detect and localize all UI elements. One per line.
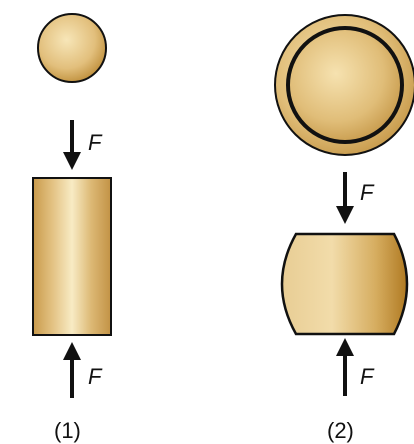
specimen-1-cylinder <box>32 177 112 336</box>
specimen-1-bottom-force-arrow <box>63 342 81 398</box>
specimen-1: F F (1) <box>32 13 112 443</box>
specimen-2-top-force-label: F <box>360 180 375 205</box>
specimen-2-top-view-inner <box>286 26 404 144</box>
specimen-2-label: (2) <box>327 418 354 443</box>
specimen-2-top-force-arrow <box>336 172 354 224</box>
specimen-2-barreled-cylinder <box>280 232 409 336</box>
specimen-1-label: (1) <box>54 418 81 443</box>
specimen-1-top-force-label: F <box>88 130 103 155</box>
specimen-2-bottom-force-label: F <box>360 364 375 389</box>
specimen-1-bottom-force-label: F <box>88 364 103 389</box>
specimen-2-bottom-force-arrow <box>336 338 354 396</box>
specimen-1-top-view <box>37 13 107 83</box>
specimen-1-top-force-arrow <box>63 120 81 170</box>
specimen-2: F F (2) <box>274 14 414 443</box>
